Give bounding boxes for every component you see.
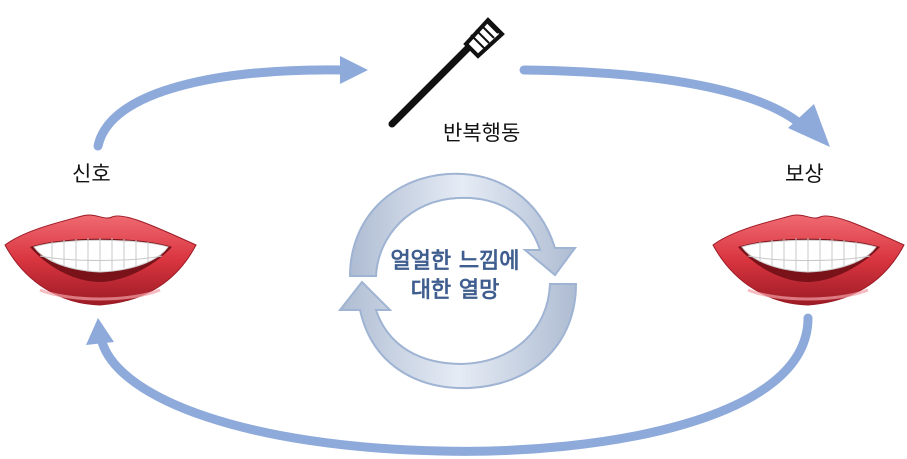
craving-text-line-2: 대한 열망 (410, 278, 500, 303)
smiling-mouth-icon (712, 214, 905, 306)
reward-label: 보상 (785, 162, 824, 186)
arrow-routine-to-reward (519, 65, 830, 147)
cycle-arrows (337, 172, 578, 390)
smiling-mouth-icon (4, 214, 197, 306)
craving-text: 얼얼한 느낌에 대한 열망 (360, 247, 550, 305)
arrow-signal-to-routine (93, 56, 368, 151)
arrow-reward-to-signal (86, 313, 813, 456)
signal-label: 신호 (72, 162, 111, 186)
routine-label: 반복행동 (443, 121, 521, 145)
toothbrush-icon (388, 17, 505, 128)
craving-text-line-1: 얼얼한 느낌에 (390, 249, 520, 274)
